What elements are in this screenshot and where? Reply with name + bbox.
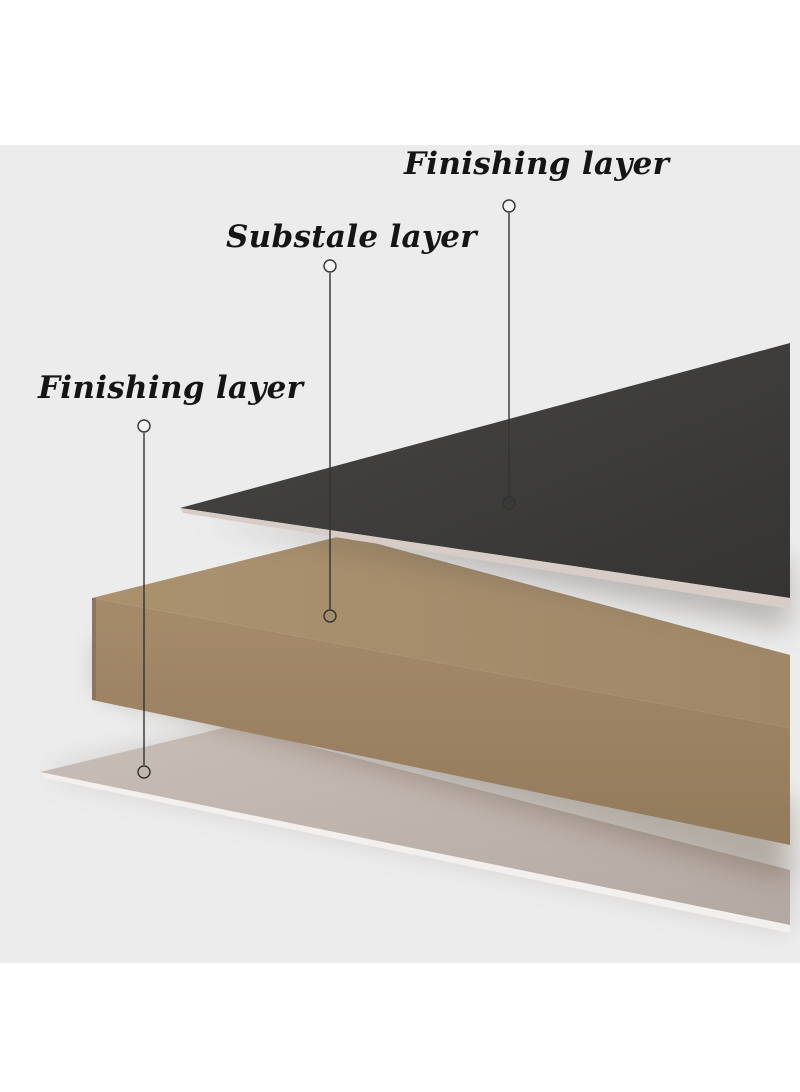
leader-substrate-end-dot [323, 609, 337, 623]
leader-bottom-end-dot [137, 765, 151, 779]
bottom-finishing-layer [40, 726, 790, 933]
label-substrate-layer: Substale layer [226, 219, 477, 255]
top-finishing-layer [180, 343, 790, 630]
leader-top-end-dot [502, 496, 516, 510]
leader-top-start-dot [502, 199, 516, 213]
label-bottom-finishing-layer: Finishing layer [38, 370, 304, 406]
leader-bottom-start-dot [137, 419, 151, 433]
leader-substrate-start-dot [323, 259, 337, 273]
substrate-layer [92, 535, 790, 880]
leader-top-finishing [502, 199, 516, 510]
leader-substrate [323, 259, 337, 623]
leader-bottom-finishing [137, 419, 151, 779]
label-top-finishing-layer: Finishing layer [404, 146, 670, 182]
